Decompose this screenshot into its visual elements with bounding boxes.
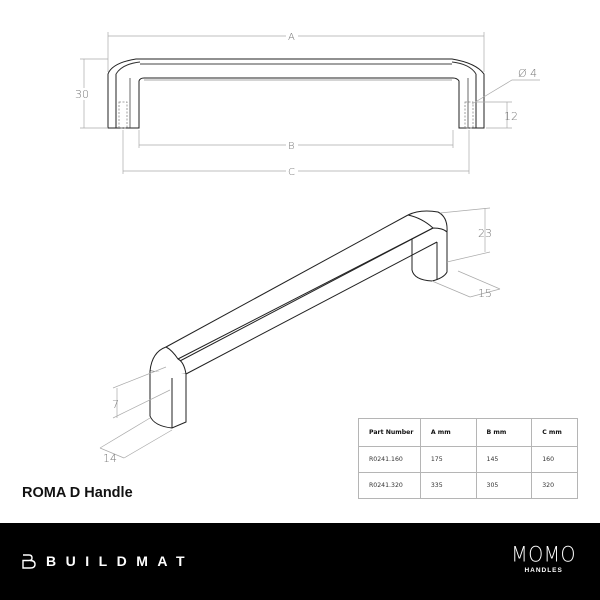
cell-a-mm: 335: [419, 472, 477, 499]
front-view: [107, 58, 485, 129]
header-b-mm: B mm: [475, 418, 533, 447]
isometric-dimensions: [99, 207, 501, 459]
cell-c-mm: 320: [531, 472, 578, 499]
isometric-dimension-labels: 23 15 7 14: [103, 227, 492, 465]
table-row: R0241.320 335 305 320: [358, 472, 578, 499]
dim-label-leg-depth: 15: [478, 287, 492, 300]
cell-b-mm: 305: [475, 472, 533, 499]
buildmat-wordmark: BUILDMAT: [46, 553, 195, 569]
cell-a-mm: 175: [419, 446, 477, 473]
front-dimension-labels: A B C 30 12 Ø 4: [74, 30, 537, 178]
header-a-mm: A mm: [419, 418, 477, 447]
technical-drawing: A B C 30 12 Ø 4: [74, 30, 540, 465]
dim-label-thread-depth: 12: [504, 110, 518, 123]
momo-subtitle: HANDLES: [524, 567, 563, 574]
dim-label-c: C: [288, 167, 295, 178]
dim-label-height: 30: [75, 88, 89, 101]
dim-label-b: B: [288, 141, 295, 152]
header-c-mm: C mm: [531, 418, 578, 447]
cell-part-number: R0241.160: [358, 446, 421, 473]
product-title: ROMA D Handle: [22, 485, 133, 501]
buildmat-brand: BUILDMAT: [22, 553, 194, 569]
buildmat-logo-icon: [22, 553, 36, 569]
dim-label-a: A: [288, 32, 295, 43]
momo-wordmark: MOMO: [511, 542, 576, 568]
table-header-row: Part Number A mm B mm C mm: [358, 418, 578, 447]
footer-banner: BUILDMAT MOMO HANDLES: [0, 523, 600, 600]
cell-b-mm: 145: [475, 446, 533, 473]
dim-label-bar-thickness: 7: [112, 398, 119, 411]
cell-c-mm: 160: [531, 446, 578, 473]
table-row: R0241.160 175 145 160: [358, 446, 578, 473]
isometric-view: [149, 210, 448, 429]
dim-label-leg-height: 23: [478, 227, 492, 240]
momo-brand: MOMO HANDLES: [511, 542, 576, 574]
cell-part-number: R0241.320: [358, 472, 421, 499]
spec-table: Part Number A mm B mm C mm R0241.160 175…: [358, 418, 578, 499]
dim-label-diameter: Ø 4: [518, 67, 537, 80]
header-part-number: Part Number: [358, 418, 421, 447]
dim-label-bar-width: 14: [103, 452, 117, 465]
